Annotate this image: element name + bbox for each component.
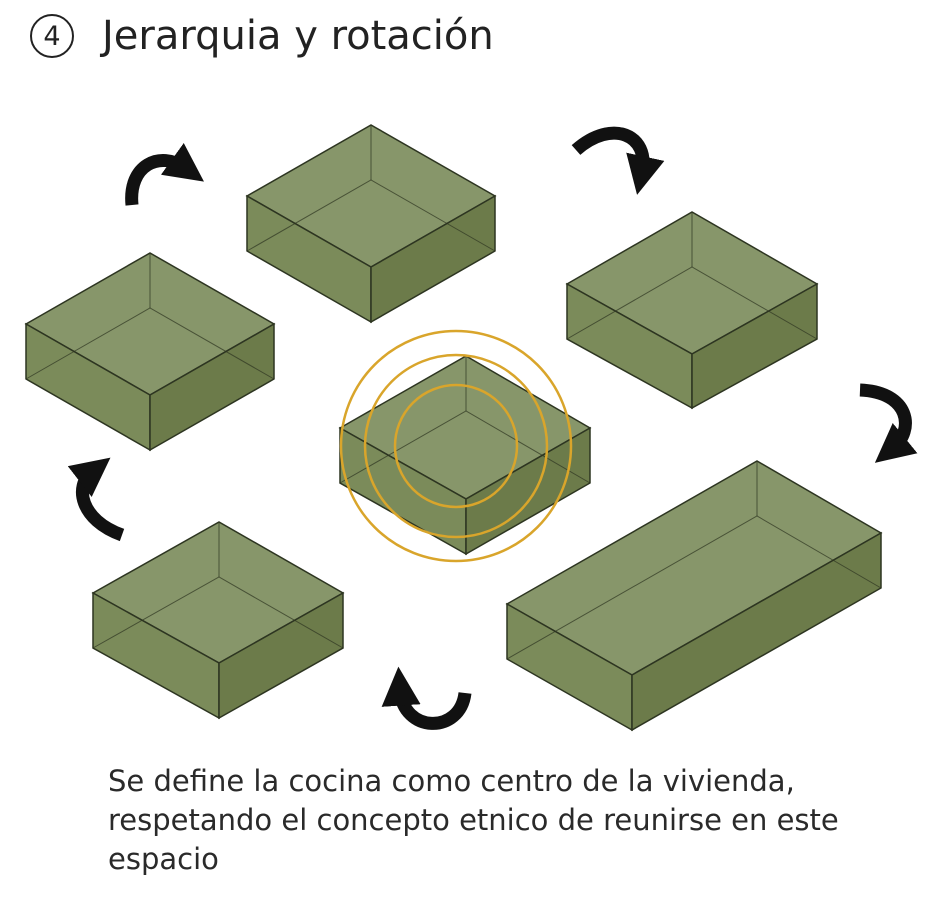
rotation-arrow-top-left [125, 143, 205, 206]
ring-middle [363, 353, 549, 539]
section-title: 4 Jerarquia y rotación [30, 6, 494, 66]
rotation-arrow-left [67, 457, 125, 542]
caption-text: Se define la cocina como centro de la vi… [108, 764, 839, 876]
box-top [245, 124, 497, 324]
section-number-badge: 4 [30, 14, 74, 58]
rotation-arrow-top-right [571, 126, 665, 195]
ring-outer [339, 329, 573, 563]
section-title-text: Jerarquia y rotación [102, 13, 494, 59]
rotation-arrow-bottom [381, 666, 472, 730]
concentric-rings [339, 329, 573, 563]
rotation-arrow-right [859, 383, 918, 463]
box-center-kitchen [338, 355, 592, 556]
box-bottom-left [91, 521, 345, 720]
box-right [565, 211, 819, 410]
box-left [24, 252, 276, 452]
ring-inner [393, 383, 519, 509]
box-bottom-right-long [505, 460, 883, 732]
